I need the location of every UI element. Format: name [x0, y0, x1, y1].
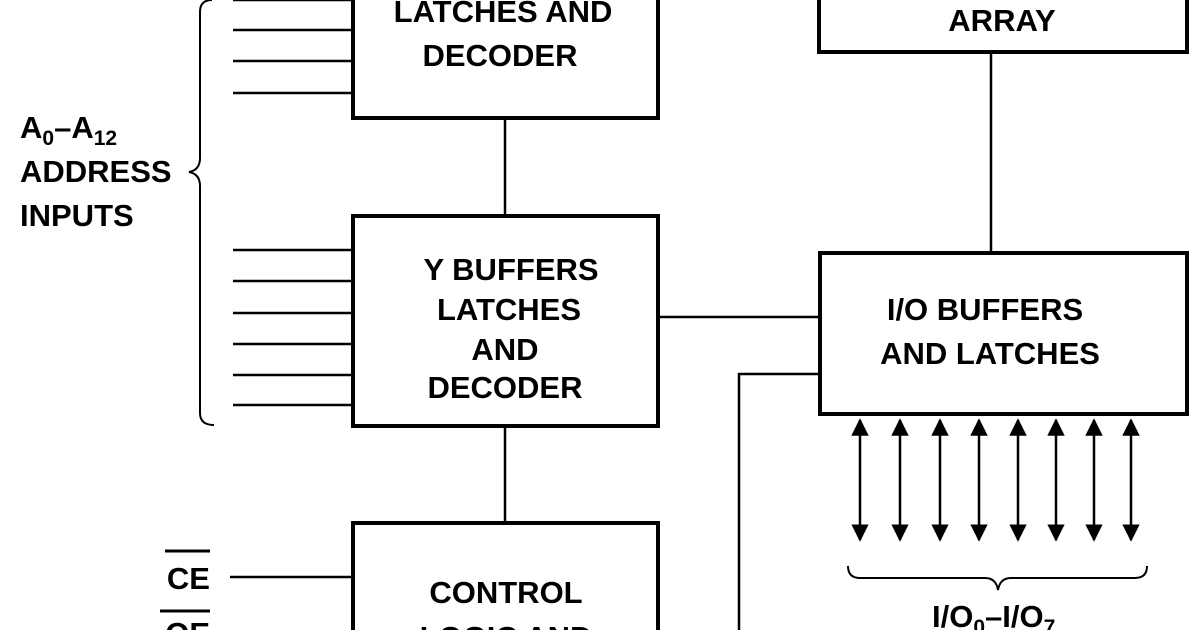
y-decoder-label-line1: Y BUFFERS [423, 252, 598, 287]
address-brace [188, 0, 215, 426]
control-logic-label-line2: LOGIC AND [420, 620, 593, 630]
io-brace [847, 565, 1148, 591]
y-decoder-label-line3: AND [471, 332, 538, 367]
io-arrows [851, 418, 1140, 542]
address-label-line2: ADDRESS [20, 154, 172, 189]
address-range-dash: –A [54, 110, 94, 145]
y-decoder-block: Y BUFFERS LATCHES AND DECODER [351, 214, 660, 428]
io-pins-label: I/O0–I/O7 [932, 599, 1055, 630]
control-pins [230, 575, 353, 579]
io-range-dash: –I/O [985, 599, 1044, 630]
address-label-line3: INPUTS [20, 198, 134, 233]
oe-label: OE [165, 616, 210, 630]
control-logic-label-line1: CONTROL [429, 575, 582, 610]
address-inputs-label: A0–A12 ADDRESS INPUTS [20, 110, 172, 233]
io-range-a: I/O [932, 599, 973, 630]
y-decoder-label-line4: DECODER [427, 370, 582, 405]
y-address-pins [233, 248, 353, 407]
oe-signal-label: OE [160, 609, 210, 630]
x-decoder-block: LATCHES AND DECODER [351, 0, 660, 120]
y-decoder-label-line2: LATCHES [437, 292, 581, 327]
address-range-sub-end: 12 [94, 127, 117, 150]
connection-wires [503, 52, 993, 630]
address-range-label: A0–A12 [20, 110, 117, 150]
address-range-a: A [20, 110, 42, 145]
io-buffers-label-line2: AND LATCHES [880, 336, 1100, 371]
x-decoder-label-line1: LATCHES AND [394, 0, 613, 29]
io-range-sub-end: 7 [1044, 616, 1056, 630]
wire-control-to-io [737, 372, 820, 630]
io-buffers-block: I/O BUFFERS AND LATCHES [818, 251, 1189, 416]
address-range-sub-start: 0 [42, 127, 54, 150]
memory-array-block: ARRAY [817, 0, 1189, 54]
io-range-sub-start: 0 [973, 616, 985, 630]
ce-signal-label: CE [165, 549, 210, 596]
ce-label: CE [167, 561, 210, 596]
x-address-pins [233, 0, 353, 95]
io-buffers-label-line1: I/O BUFFERS [887, 292, 1083, 327]
memory-array-label: ARRAY [948, 3, 1056, 38]
control-logic-block: CONTROL LOGIC AND [351, 521, 660, 630]
x-decoder-label-line2: DECODER [422, 38, 577, 73]
